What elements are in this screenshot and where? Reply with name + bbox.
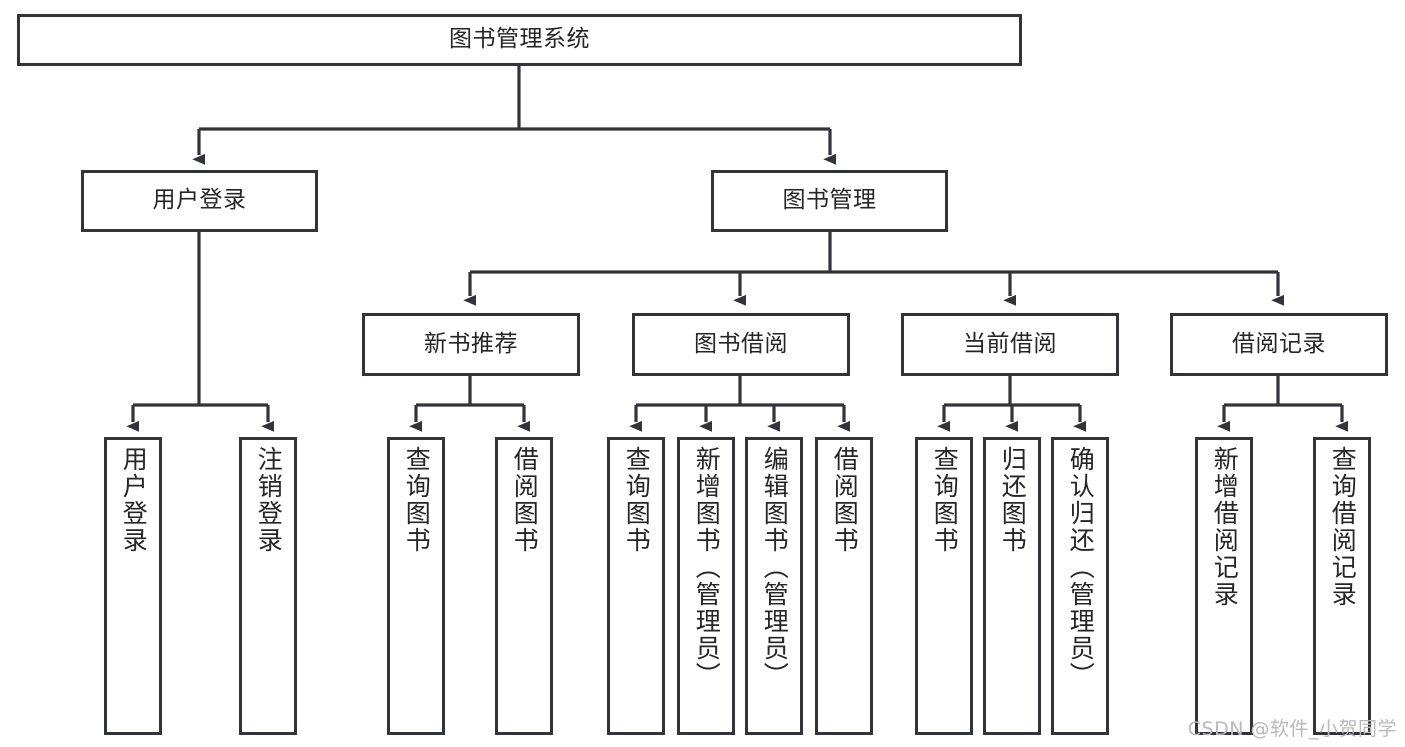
leaf-edit-book-admin[interactable]: 编辑图书（管理员） [745,437,803,735]
node-label: 查询图书 [930,446,960,554]
leaf-add-borrowing-record[interactable]: 新增借阅记录 [1195,437,1253,735]
leaf-confirm-return-admin[interactable]: 确认归还（管理员） [1051,437,1109,735]
node-user-login[interactable]: 用户登录 [81,170,318,232]
node-label: 新增图书（管理员） [692,446,722,689]
leaf-query-books-borrowing[interactable]: 查询图书 [607,437,665,735]
node-label: 查询借阅记录 [1328,446,1358,608]
leaf-add-book-admin[interactable]: 新增图书（管理员） [677,437,735,735]
node-label: 确认归还（管理员） [1066,446,1096,689]
node-label: 用户登录 [152,187,247,214]
node-label: 图书管理系统 [449,26,590,53]
leaf-query-books-recommendation[interactable]: 查询图书 [387,437,445,735]
leaf-query-books-current[interactable]: 查询图书 [915,437,973,735]
node-label: 查询图书 [402,446,432,554]
node-label: 图书借阅 [694,330,788,357]
node-label: 图书管理 [782,187,877,214]
watermark-text: CSDN @软件_小贺同学 [1187,718,1397,740]
node-label: 借阅记录 [1232,330,1326,357]
node-new-book-recommendation[interactable]: 新书推荐 [362,313,580,376]
node-book-management[interactable]: 图书管理 [711,170,948,232]
leaf-return-books[interactable]: 归还图书 [983,437,1041,735]
leaf-logout[interactable]: 注销登录 [239,437,297,735]
node-label: 新增借阅记录 [1210,446,1240,608]
leaf-query-borrowing-record[interactable]: 查询借阅记录 [1313,437,1371,735]
node-borrowing-records[interactable]: 借阅记录 [1170,313,1388,376]
node-book-borrowing[interactable]: 图书借阅 [632,313,850,376]
node-label: 当前借阅 [963,330,1057,357]
node-label: 借阅图书 [510,446,540,554]
node-label: 用户登录 [119,446,149,554]
leaf-borrow-books-recommendation[interactable]: 借阅图书 [495,437,553,735]
node-label: 新书推荐 [424,330,518,357]
leaf-user-login[interactable]: 用户登录 [104,437,162,735]
node-label: 编辑图书（管理员） [760,446,790,689]
leaf-borrow-books-borrowing[interactable]: 借阅图书 [815,437,873,735]
node-label: 归还图书 [998,446,1028,554]
node-current-borrowing[interactable]: 当前借阅 [901,313,1119,376]
node-label: 注销登录 [254,446,284,554]
node-root-system[interactable]: 图书管理系统 [17,14,1022,66]
node-label: 借阅图书 [830,446,860,554]
node-label: 查询图书 [622,446,652,554]
